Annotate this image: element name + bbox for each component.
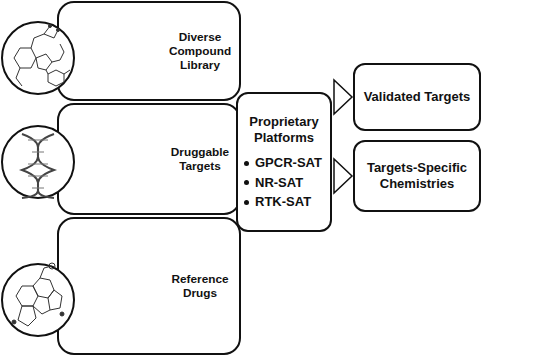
platform-box: Proprietary PlatformsGPCR-SAT NR-SAT RTK-S…: [236, 92, 332, 232]
bullet-text: RTK-SAT: [255, 194, 311, 210]
box-label: Diverse Compound Library: [162, 30, 238, 72]
input-box: Diverse Compound Library: [58, 2, 240, 100]
compound-structure: [14, 25, 70, 87]
icon-circle: [2, 126, 74, 198]
drug-structure: [12, 263, 64, 326]
bullet-text: NR-SAT: [255, 175, 303, 191]
box-outline: [58, 218, 240, 354]
dna-helix: [22, 134, 54, 198]
icon-circle: [2, 22, 74, 94]
box-label: Targets-Specific Chemistries: [361, 160, 473, 191]
output-box: Targets-Specific Chemistries: [353, 140, 481, 212]
input-box: Druggable Targets: [58, 104, 240, 214]
box-label: Reference Drugs: [162, 272, 238, 300]
input-box: Reference Drugs: [58, 218, 240, 354]
output-box: Validated Targets: [353, 63, 481, 131]
box-label: Druggable Targets: [162, 145, 238, 173]
bullet-dot: [244, 161, 249, 166]
bullet-dot: [244, 180, 249, 185]
bullet-item: RTK-SAT: [244, 194, 311, 210]
box-outline: [58, 2, 240, 100]
bullet-item: NR-SAT: [244, 175, 303, 191]
icon-circle: [2, 264, 74, 336]
box-outline: [58, 104, 240, 214]
chevron-arrow: [334, 80, 352, 114]
bullet-dot: [244, 200, 249, 205]
box-heading: Proprietary Platforms: [244, 114, 324, 145]
bullet-item: GPCR-SAT: [244, 155, 322, 171]
chevron-arrow: [334, 159, 352, 193]
box-label: Validated Targets: [364, 89, 471, 105]
bullet-text: GPCR-SAT: [255, 155, 322, 171]
